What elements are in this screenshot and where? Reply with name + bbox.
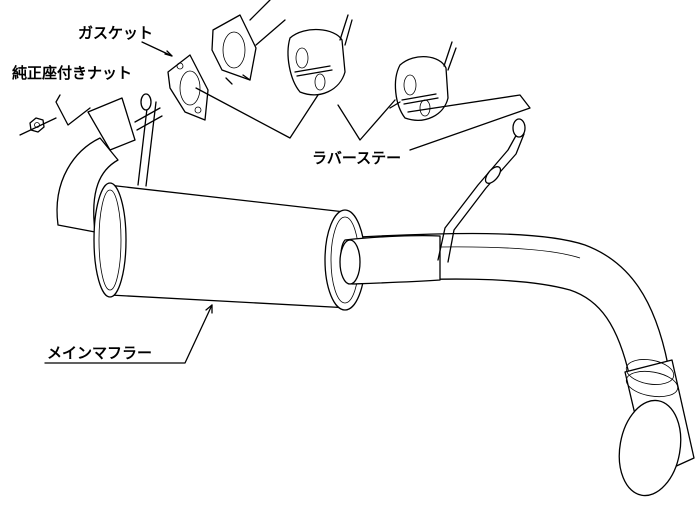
label-gasket: ガスケット — [78, 24, 153, 42]
gasket — [167, 54, 209, 121]
label-rubber-stay: ラバーステー — [312, 149, 401, 167]
hanger-rods — [134, 93, 526, 263]
label-main-muffler: メインマフラー — [47, 344, 152, 362]
inlet-pipe — [56, 97, 136, 233]
main-muffler-body — [93, 182, 441, 311]
tail-tip — [618, 359, 695, 497]
rubber-mount-2 — [394, 41, 457, 121]
leader-lines — [19, 41, 531, 364]
label-oem-nut: 純正座付きナット — [12, 64, 132, 82]
exhaust-flange — [211, 0, 286, 85]
rubber-mount-1 — [287, 14, 353, 96]
